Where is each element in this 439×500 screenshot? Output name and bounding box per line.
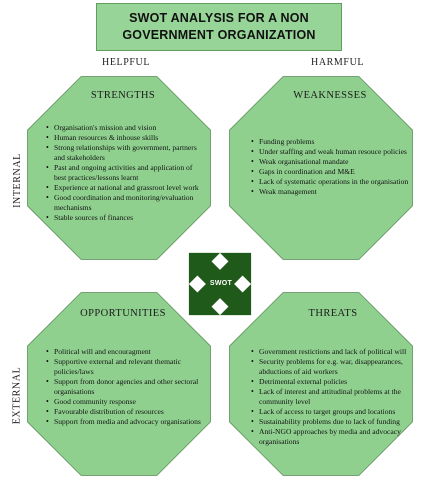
list-item: Sustainability problems due to lack of f… [251, 417, 417, 427]
weaknesses-title: WEAKNESSES [293, 90, 367, 101]
strengths-list: Organisation's mission and visionHuman r… [44, 123, 202, 223]
threats-list: Government restictions and lack of polit… [249, 347, 417, 447]
list-item: Weak management [251, 187, 411, 197]
list-item: Lack of access to target groups and loca… [251, 407, 417, 417]
four-way-arrow-icon [188, 252, 252, 316]
list-item: Security problems for e.g. war, disappea… [251, 357, 417, 377]
list-item: Experience at national and grassroot lev… [46, 183, 202, 193]
list-item: Support from media and advocacy organisa… [46, 417, 202, 427]
list-item: Weak organisational mandate [251, 157, 411, 167]
list-item: Stable sources of finances [46, 213, 202, 223]
list-item: Support from donor agencies and other se… [46, 377, 202, 397]
opportunities-title: OPPORTUNITIES [80, 308, 166, 319]
diagram-title: SWOT ANALYSIS FOR A NON GOVERNMENT ORGAN… [122, 11, 316, 42]
list-item: Past and ongoing activities and applicat… [46, 163, 202, 183]
threats-title: THREATS [308, 308, 358, 319]
list-item: Lack of systematic operations in the org… [251, 177, 411, 187]
list-item: Human resources & inhouse skills [46, 133, 202, 143]
opportunities-list: Political will and encouragmentSupportiv… [44, 347, 202, 427]
list-item: Good coordination and monitoring/evaluat… [46, 193, 202, 213]
list-item: Strong relationships with government, pa… [46, 143, 202, 163]
list-item: Lack of interest and attitudinal problem… [251, 387, 417, 407]
harmful-label: HARMFUL [311, 57, 365, 68]
list-item: Gaps in coordination and M&E [251, 167, 411, 177]
list-item: Supportive external and relevant themati… [46, 357, 202, 377]
list-item: Political will and encouragment [46, 347, 202, 357]
list-item: Funding problems [251, 137, 411, 147]
list-item: Government restictions and lack of polit… [251, 347, 417, 357]
list-item: Anti-NGO approaches by media and advocac… [251, 427, 417, 447]
list-item: Good community response [46, 397, 202, 407]
threats-quadrant: THREATS Government restictions and lack … [249, 308, 417, 447]
title-box: SWOT ANALYSIS FOR A NON GOVERNMENT ORGAN… [96, 3, 342, 51]
helpful-label: HELPFUL [102, 57, 151, 68]
opportunities-quadrant: OPPORTUNITIES Political will and encoura… [44, 308, 202, 427]
list-item: Under staffing and weak human resouce po… [251, 147, 411, 157]
swot-center-label: SWOT [209, 280, 233, 287]
strengths-quadrant: STRENGTHS Organisation's mission and vis… [44, 90, 202, 223]
weaknesses-list: Funding problemsUnder staffing and weak … [249, 137, 411, 197]
strengths-title: STRENGTHS [90, 90, 156, 101]
list-item: Organisation's mission and vision [46, 123, 202, 133]
list-item: Detrimental external policies [251, 377, 417, 387]
list-item: Favourable distribution of resources [46, 407, 202, 417]
weaknesses-quadrant: WEAKNESSES Funding problemsUnder staffin… [249, 90, 411, 197]
